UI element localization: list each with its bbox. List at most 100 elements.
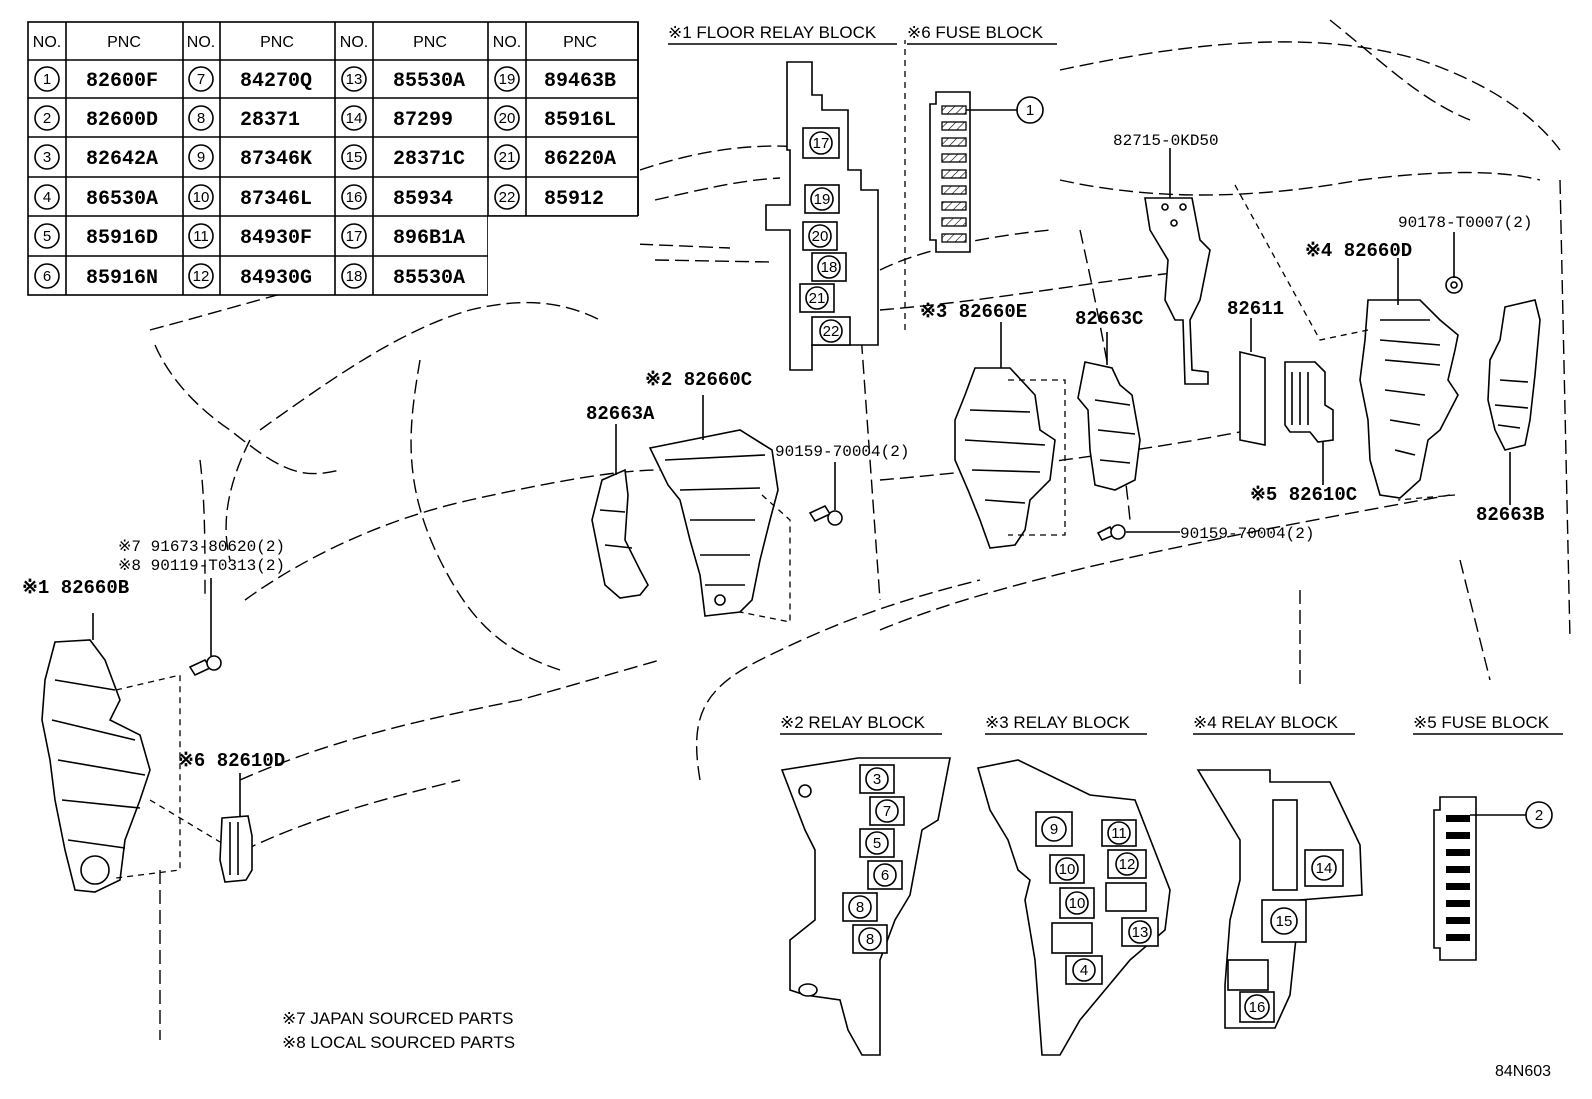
table-cell-pnc: 28371C xyxy=(393,148,465,171)
rb2-slot-label: 8 xyxy=(866,931,874,948)
table-header-no: NO. xyxy=(187,34,215,51)
label-90119-t0313: ※8 90119-T0313(2) xyxy=(118,557,285,575)
table-cell-no: 17 xyxy=(346,228,363,245)
table-cell-no: 9 xyxy=(197,149,205,166)
part-82663A xyxy=(591,468,649,599)
label-82660e: ※3 82660E xyxy=(920,301,1027,323)
part-82610D xyxy=(219,815,253,883)
table-header-pnc: PNC xyxy=(260,34,294,51)
label-82610d: ※6 82610D xyxy=(178,750,285,772)
label-90178-t0007: 90178-T0007(2) xyxy=(1398,214,1532,232)
note-japan-sourced: ※7 JAPAN SOURCED PARTS xyxy=(282,1009,514,1028)
table-header-no: NO. xyxy=(33,34,61,51)
table-cell-pnc: 87346L xyxy=(240,188,312,211)
part-82660D xyxy=(1359,299,1459,499)
label-82660b: ※1 82660B xyxy=(22,577,129,599)
rb3-slot-label: 12 xyxy=(1119,856,1136,873)
heading-relay-block-3: ※3 RELAY BLOCK xyxy=(985,713,1131,732)
table-header-pnc: PNC xyxy=(563,34,597,51)
table-cell-pnc: 85530A xyxy=(393,70,465,93)
floor-relay-slots: 17 19 20 18 21 22 xyxy=(799,127,851,346)
table-cell-pnc: 85530A xyxy=(393,267,465,290)
table-cell-pnc: 85934 xyxy=(393,188,453,211)
table-cell-pnc: 84930G xyxy=(240,267,312,290)
part-82715-bracket xyxy=(1144,197,1211,385)
floor-slot-label: 22 xyxy=(823,323,840,340)
rb3-slot-label: 9 xyxy=(1050,821,1058,838)
rb3-slot-label: 11 xyxy=(1111,825,1127,842)
label-82663b: 82663B xyxy=(1476,504,1544,526)
table-header-no: NO. xyxy=(493,34,521,51)
table-cell-no: 18 xyxy=(346,268,363,285)
floor-slot-label: 19 xyxy=(814,191,831,208)
heading-floor-relay-block: ※1 FLOOR RELAY BLOCK xyxy=(668,23,877,42)
label-82715-0kd50: 82715-0KD50 xyxy=(1113,132,1219,150)
heading-fuse-block-5: ※5 FUSE BLOCK xyxy=(1413,713,1550,732)
leader-lines xyxy=(92,40,1511,879)
fuse-callout-2: 2 xyxy=(1535,807,1543,824)
table-cell-no: 12 xyxy=(193,268,210,285)
table-cell-no: 13 xyxy=(346,71,363,88)
rb4-slot-label: 14 xyxy=(1316,860,1333,877)
label-82660c: ※2 82660C xyxy=(645,369,752,391)
table-cell-no: 15 xyxy=(346,149,363,166)
label-90159-70004-a: 90159-70004(2) xyxy=(775,443,909,461)
floor-slot-label: 21 xyxy=(809,290,826,307)
table-cell-pnc: 85916L xyxy=(544,109,616,132)
table-cell-pnc: 87346K xyxy=(240,148,312,171)
floor-slot-label: 20 xyxy=(812,228,829,245)
part-82660B xyxy=(41,639,151,893)
table-cell-no: 4 xyxy=(43,189,51,206)
relay-block-3: 9 11 10 12 10 13 4 xyxy=(976,759,1171,1056)
bolt-icon xyxy=(188,655,222,677)
rb3-slot-label: 13 xyxy=(1132,924,1149,941)
rb4-slot-label: 15 xyxy=(1276,913,1293,930)
table-cell-no: 2 xyxy=(43,110,51,127)
clip-icon xyxy=(1445,276,1463,294)
figure-code: 84N603 xyxy=(1495,1063,1551,1080)
screw-icon xyxy=(1096,524,1126,542)
label-82663a: 82663A xyxy=(586,403,655,425)
label-82663c: 82663C xyxy=(1075,308,1143,330)
part-82610C xyxy=(1284,361,1334,443)
table-cell-pnc: 896B1A xyxy=(393,227,465,250)
fuse-callout-1: 1 xyxy=(1026,102,1034,119)
vehicle-outline xyxy=(149,19,1571,1040)
table-header-no: NO. xyxy=(340,34,368,51)
label-90159-70004-b: 90159-70004(2) xyxy=(1180,525,1314,543)
table-cell-pnc: 82600D xyxy=(86,109,158,132)
table-cell-pnc: 85916N xyxy=(86,267,158,290)
table-cell-pnc: 85912 xyxy=(544,188,604,211)
pnc-table: NO. PNC NO. PNC NO. PNC NO. PNC 1 82600F… xyxy=(27,21,640,297)
table-cell-no: 14 xyxy=(346,110,363,127)
footnotes: ※7 JAPAN SOURCED PARTS ※8 LOCAL SOURCED … xyxy=(282,1009,1551,1080)
fuse-block-6: 1 xyxy=(929,91,1044,253)
rb2-slot-label: 5 xyxy=(873,835,881,852)
table-cell-no: 19 xyxy=(499,71,516,88)
table-cell-no: 6 xyxy=(43,268,51,285)
table-cell-pnc: 86530A xyxy=(86,188,158,211)
table-cell-no: 10 xyxy=(193,189,210,206)
label-91673-80620: ※7 91673-80620(2) xyxy=(118,538,285,556)
relay-block-4: 14 15 16 xyxy=(1196,769,1363,1029)
part-82611 xyxy=(1239,350,1266,446)
table-cell-no: 7 xyxy=(197,71,205,88)
block-headings: ※1 FLOOR RELAY BLOCK ※6 FUSE BLOCK ※2 RE… xyxy=(668,23,1563,735)
table-cell-pnc: 85916D xyxy=(86,227,158,250)
table-cell-pnc: 87299 xyxy=(393,109,453,132)
table-body: 1 82600F 7 84270Q 13 85530A 19 89463B 2 … xyxy=(34,66,616,290)
callout-labels: 82715-0KD50 90178-T0007(2) ※4 82660D ※3 … xyxy=(22,132,1544,772)
screw-icon xyxy=(808,504,843,526)
heading-relay-block-4: ※4 RELAY BLOCK xyxy=(1193,713,1339,732)
part-82660C xyxy=(648,429,779,617)
heading-relay-block-2: ※2 RELAY BLOCK xyxy=(780,713,926,732)
floor-slot-label: 18 xyxy=(821,259,838,276)
rb2-slot-label: 6 xyxy=(881,867,889,884)
relay-block-2: 3 7 5 6 8 8 xyxy=(780,757,951,1056)
table-cell-pnc: 89463B xyxy=(544,70,616,93)
part-82663B xyxy=(1487,299,1541,451)
table-cell-no: 1 xyxy=(43,71,51,88)
table-cell-pnc: 82600F xyxy=(86,70,158,93)
floor-slot-label: 17 xyxy=(813,135,830,152)
